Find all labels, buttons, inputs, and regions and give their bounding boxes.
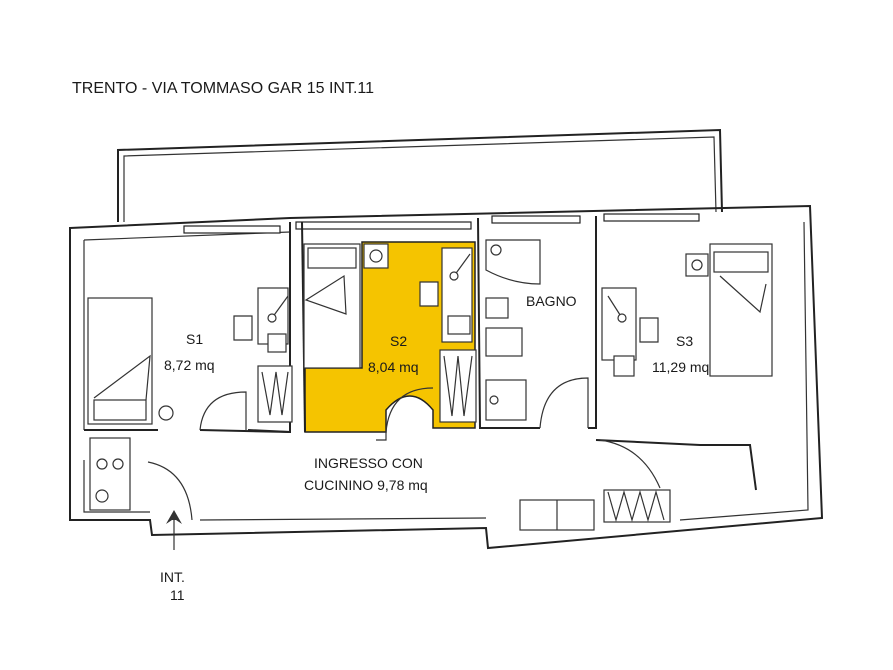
room-s3-name: S3 xyxy=(676,333,693,349)
s3-furniture xyxy=(601,243,773,377)
room-ingresso-line2: CUCININO 9,78 mq xyxy=(304,477,428,493)
windows xyxy=(183,213,700,234)
room-ingresso-line1: INGRESSO CON xyxy=(314,455,423,471)
plan-title: TRENTO - VIA TOMMASO GAR 15 INT.11 xyxy=(72,80,374,97)
entrance-arrow xyxy=(166,510,182,550)
room-s3-area: 11,29 mq xyxy=(652,359,709,375)
room-s2-area: 8,04 mq xyxy=(368,359,419,375)
room-s1-area: 8,72 mq xyxy=(164,357,215,373)
doors xyxy=(147,377,661,521)
room-bagno-name: BAGNO xyxy=(526,293,577,309)
interior-walls xyxy=(84,216,757,491)
room-s1-name: S1 xyxy=(186,331,203,347)
entrance-label-line2: 11 xyxy=(170,587,185,603)
kitchenette xyxy=(89,437,671,531)
s1-furniture xyxy=(87,287,293,425)
bathroom-fixtures xyxy=(485,239,541,421)
entrance-label-line1: INT. xyxy=(160,569,185,585)
balcony xyxy=(117,128,723,222)
s2-furniture xyxy=(303,243,477,423)
room-s2-name: S2 xyxy=(390,333,407,349)
